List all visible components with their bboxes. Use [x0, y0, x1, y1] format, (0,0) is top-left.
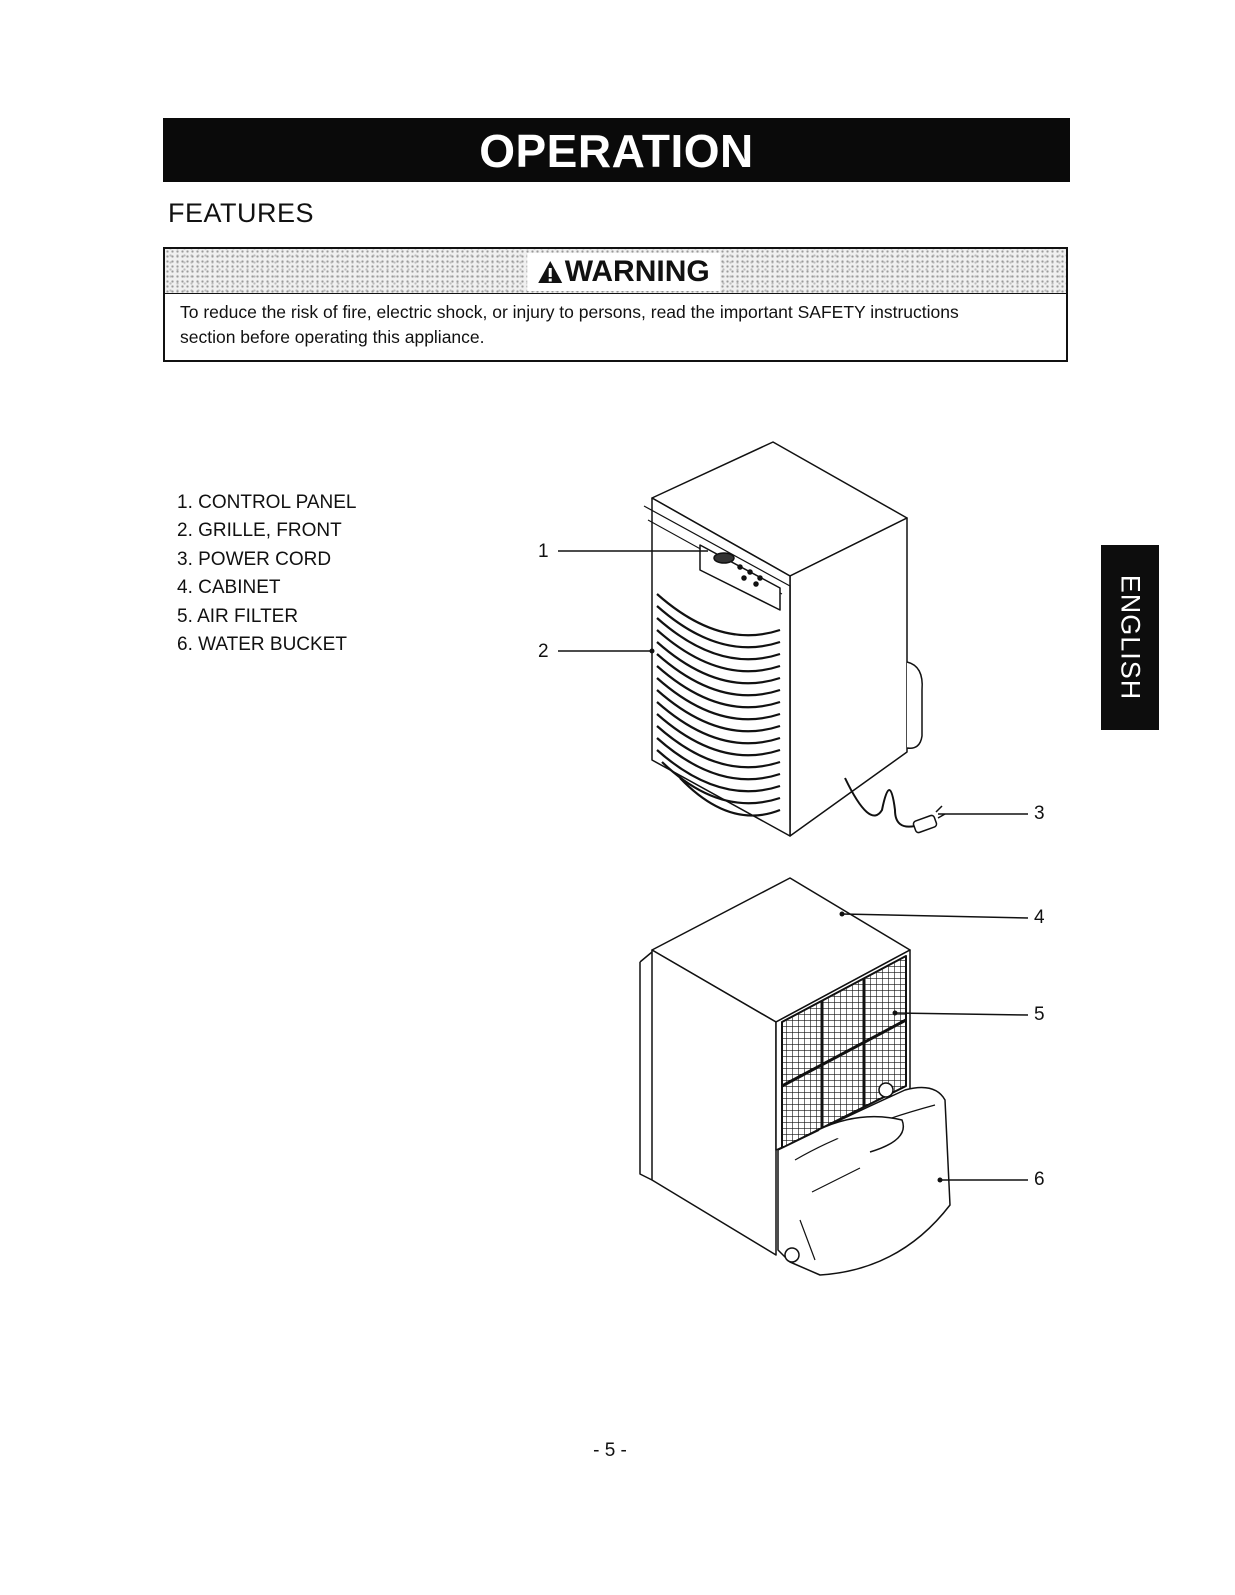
- back-view-unit: [640, 878, 950, 1275]
- callout-5: 5: [1034, 1004, 1045, 1026]
- page-number: - 5 -: [585, 1440, 635, 1462]
- language-tab: ENGLISH: [1101, 545, 1159, 730]
- callout-6: 6: [1034, 1169, 1045, 1191]
- callout-2: 2: [538, 641, 549, 663]
- callout-1: 1: [538, 541, 549, 563]
- front-view-unit: [644, 442, 945, 836]
- callout-3: 3: [1034, 803, 1045, 825]
- callout-4: 4: [1034, 907, 1045, 929]
- language-tab-label: ENGLISH: [1115, 575, 1146, 701]
